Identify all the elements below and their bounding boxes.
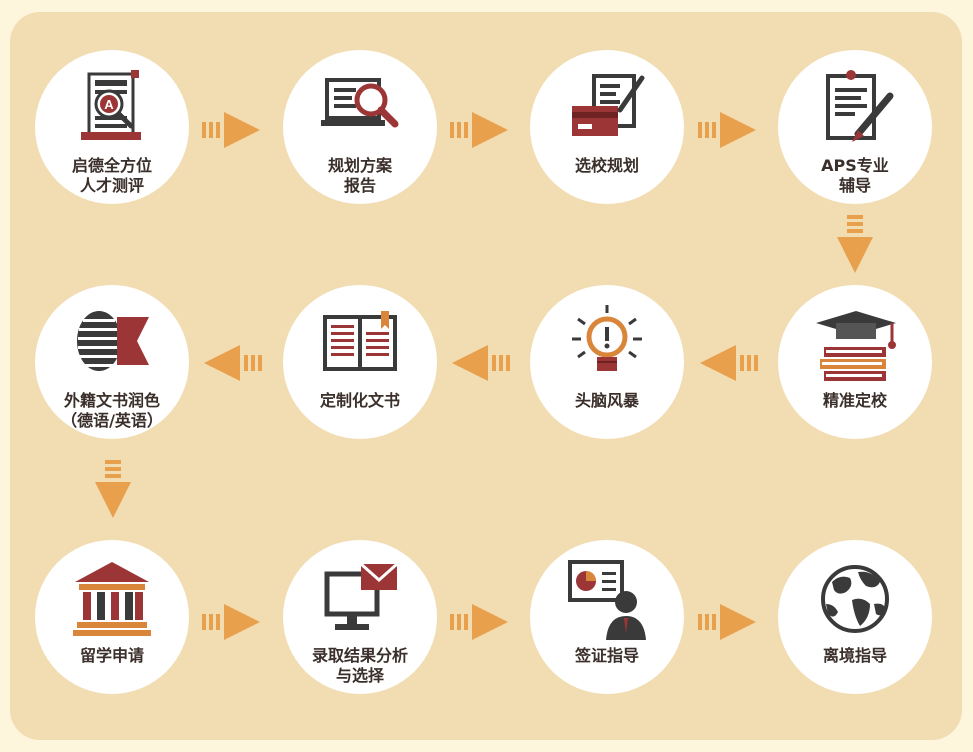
step-visa-guidance: 签证指导: [530, 540, 684, 694]
step-label: 选校规划: [574, 156, 639, 175]
presenter-chart-icon: [568, 560, 646, 640]
step-talent-assessment: A 启德全方位 人才测评: [35, 50, 189, 204]
step-label: 精准定校: [822, 391, 887, 410]
arrow-left-icon: [452, 345, 510, 381]
graduation-books-icon: [816, 311, 896, 381]
step-plan-report: 规划方案 报告: [283, 50, 437, 204]
step-application: 留学申请: [35, 540, 189, 694]
arrow-right-icon: [698, 604, 756, 640]
arrow-right-icon: [698, 112, 756, 148]
arrow-down-icon: [837, 215, 873, 273]
step-label: 录取结果分析 与选择: [311, 646, 408, 685]
step-admission-analysis: 录取结果分析 与选择: [283, 540, 437, 694]
step-label: 留学申请: [79, 646, 144, 665]
arrow-right-icon: [450, 112, 508, 148]
arrow-left-icon: [204, 345, 262, 381]
step-label: 规划方案 报告: [327, 156, 392, 195]
clipboard-pencil-icon: [826, 70, 894, 142]
step-label: 离境指导: [822, 646, 887, 665]
arrow-down-icon: [95, 460, 131, 518]
step-label: 定制化文书: [319, 391, 400, 410]
step-label: 启德全方位 人才测评: [71, 156, 152, 195]
arrow-right-icon: [450, 604, 508, 640]
step-brainstorm: 头脑风暴: [530, 285, 684, 439]
step-precise-school: 精准定校: [778, 285, 932, 439]
step-label: 签证指导: [574, 646, 639, 665]
step-label: 头脑风暴: [574, 391, 639, 410]
step-departure-guidance: 离境指导: [778, 540, 932, 694]
arrow-right-icon: [202, 604, 260, 640]
arrow-left-icon: [700, 345, 758, 381]
card-pencil-icon: [572, 74, 645, 136]
computer-mail-icon: [324, 562, 398, 630]
step-custom-essay: 定制化文书: [283, 285, 437, 439]
arrow-right-icon: [202, 112, 260, 148]
step-essay-polish: 外籍文书润色 （德语/英语）: [35, 285, 189, 439]
step-label: APS专业 辅导: [821, 156, 889, 195]
step-label: 外籍文书润色 （德语/英语）: [61, 391, 163, 430]
open-book-icon: [323, 311, 397, 371]
globe-icon: [821, 565, 889, 633]
step-school-planning: 选校规划: [530, 50, 684, 204]
assessment-document-icon: A: [81, 70, 141, 140]
step-aps-tutoring: APS专业 辅导: [778, 50, 932, 204]
university-building-icon: [73, 562, 151, 636]
laptop-magnifier-icon: [321, 78, 399, 128]
svg-text:A: A: [104, 97, 114, 112]
scroll-document-icon: [77, 311, 149, 371]
lightbulb-icon: [572, 305, 642, 371]
